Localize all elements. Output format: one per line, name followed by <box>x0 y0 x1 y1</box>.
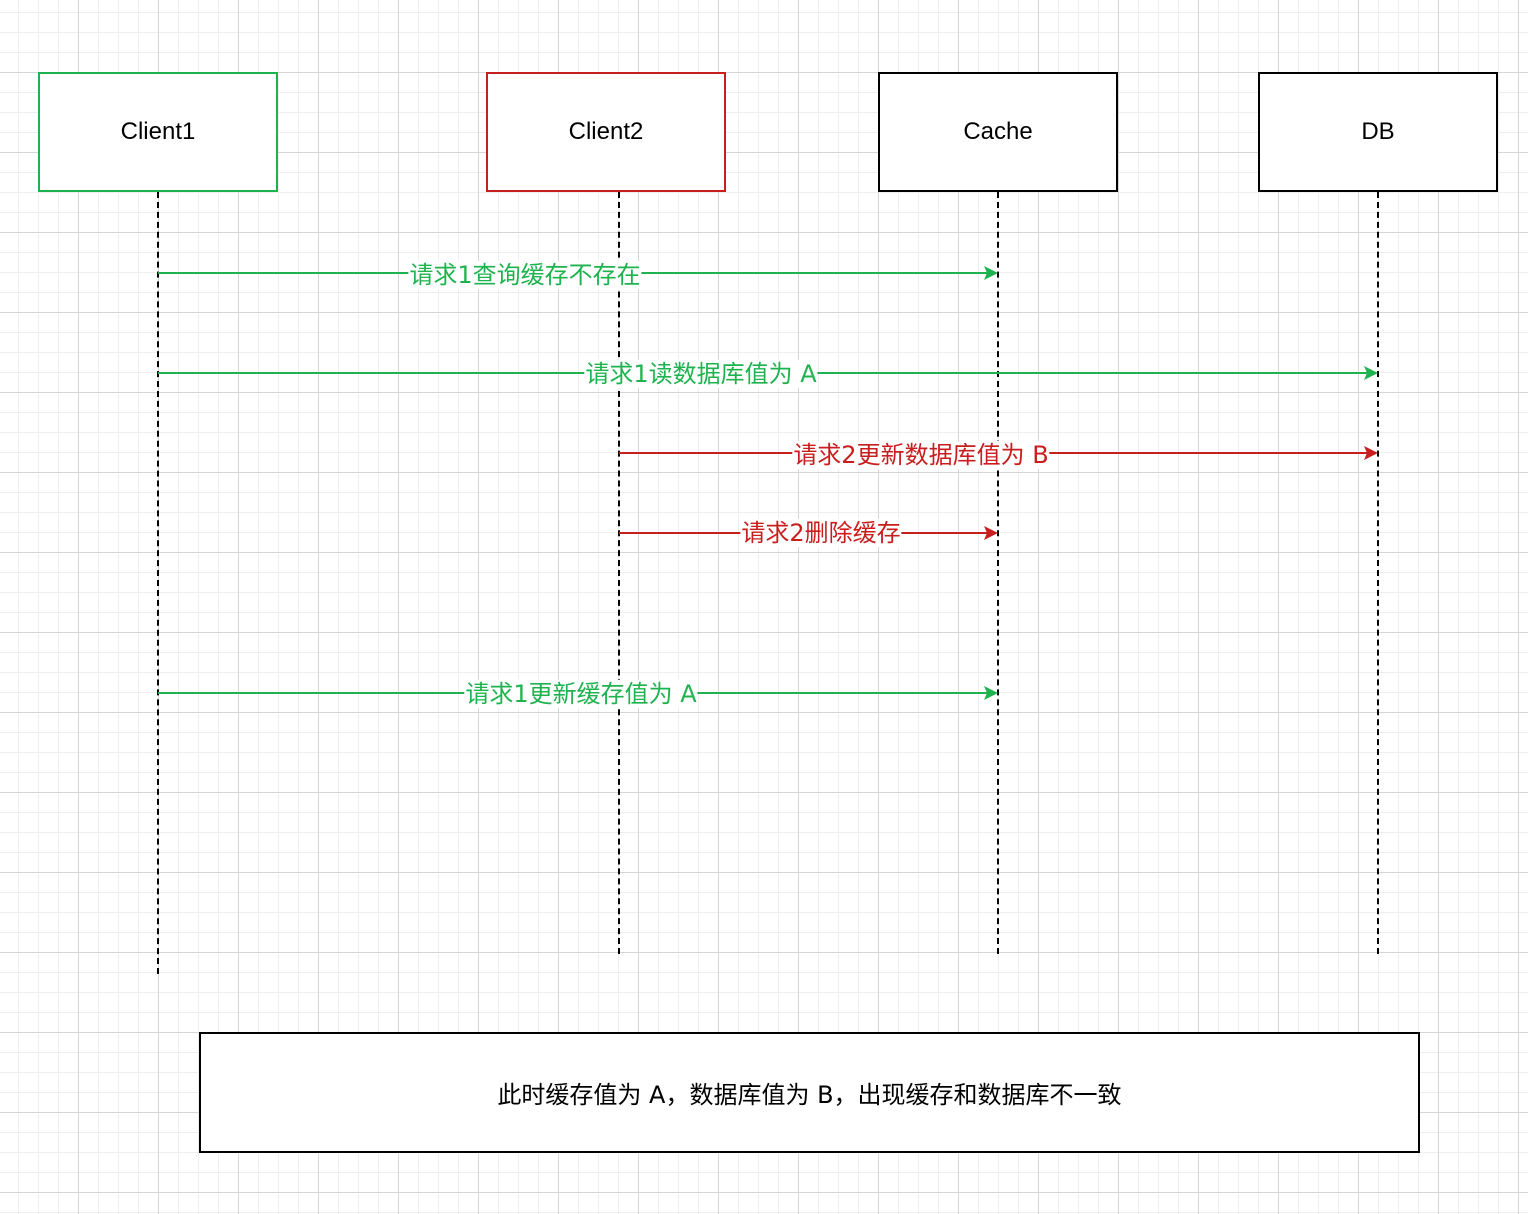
conclusion-note-text: 此时缓存值为 A，数据库值为 B，出现缓存和数据库不一致 <box>497 1081 1122 1109</box>
actor-client2-label: Client2 <box>568 118 644 145</box>
actor-client1[interactable]: Client1 <box>38 72 278 192</box>
lifeline-client2 <box>618 192 620 954</box>
lifeline-client1 <box>157 192 159 974</box>
message-label-2: 请求1读数据库值为 A <box>584 360 818 388</box>
actor-cache[interactable]: Cache <box>878 72 1118 192</box>
message-label-5: 请求1更新缓存值为 A <box>464 680 698 708</box>
actor-db-label: DB <box>1361 118 1395 145</box>
message-label-3: 请求2更新数据库值为 B <box>792 441 1050 469</box>
lifeline-db <box>1377 192 1379 954</box>
actor-cache-label: Cache <box>963 118 1033 145</box>
message-label-1: 请求1查询缓存不存在 <box>408 261 642 289</box>
message-label-4: 请求2删除缓存 <box>740 519 902 547</box>
lifeline-cache <box>997 192 999 954</box>
actor-client1-label: Client1 <box>120 118 196 145</box>
actor-db[interactable]: DB <box>1258 72 1498 192</box>
actor-client2[interactable]: Client2 <box>486 72 726 192</box>
conclusion-note: 此时缓存值为 A，数据库值为 B，出现缓存和数据库不一致 <box>199 1032 1420 1153</box>
